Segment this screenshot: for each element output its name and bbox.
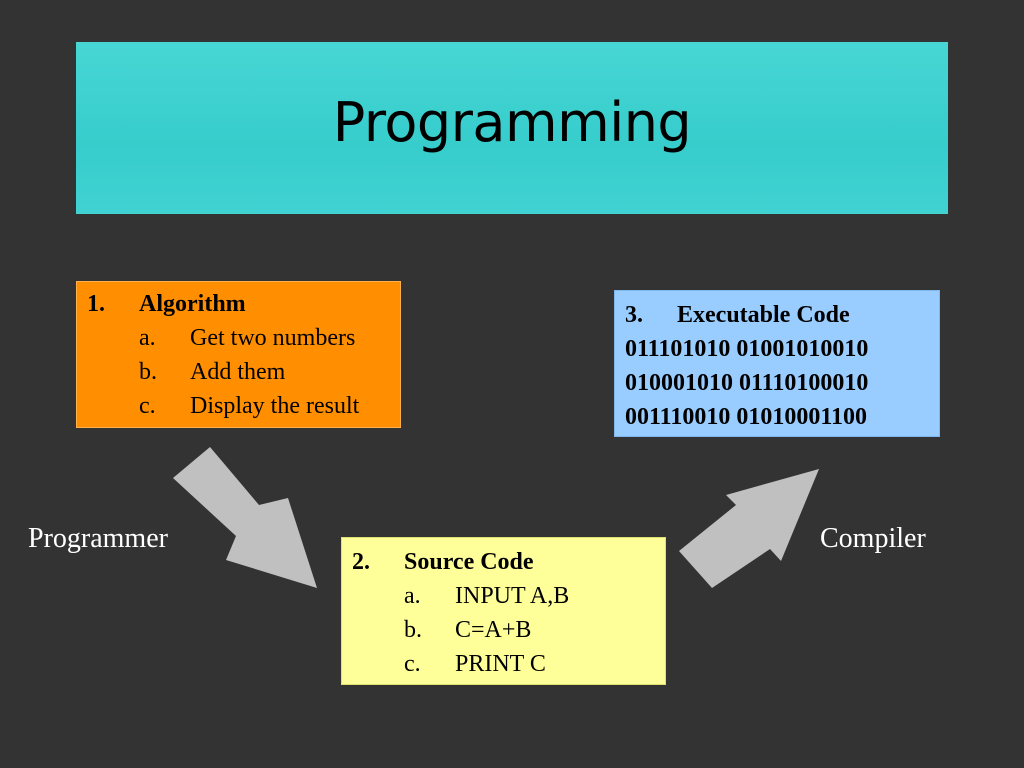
list-item: b.Add them bbox=[139, 359, 286, 385]
programmer-arrow bbox=[173, 447, 317, 588]
algorithm-box: 1. Algorithm a.Get two numbers b.Add the… bbox=[76, 281, 401, 428]
binary-line: 011101010 01001010010 bbox=[625, 336, 869, 362]
algorithm-heading: 1. Algorithm bbox=[87, 291, 246, 317]
list-item: b.C=A+B bbox=[404, 617, 532, 643]
executable-box: 3. Executable Code 011101010 01001010010… bbox=[614, 290, 940, 437]
list-item: c.PRINT C bbox=[404, 651, 546, 677]
list-item: c.Display the result bbox=[139, 393, 360, 419]
title-box: Programming bbox=[76, 42, 948, 214]
source-code-heading: 2. Source Code bbox=[352, 549, 534, 575]
executable-heading: 3. Executable Code bbox=[625, 302, 850, 328]
compiler-label: Compiler bbox=[820, 523, 926, 554]
binary-line: 010001010 01110100010 bbox=[625, 370, 869, 396]
list-item: a.Get two numbers bbox=[139, 325, 356, 351]
binary-line: 001110010 01010001100 bbox=[625, 404, 868, 430]
list-item: a.INPUT A,B bbox=[404, 583, 570, 609]
source-code-box: 2. Source Code a.INPUT A,B b.C=A+B c.PRI… bbox=[341, 537, 666, 685]
compiler-arrow bbox=[679, 469, 819, 588]
programmer-label: Programmer bbox=[28, 523, 168, 554]
slide-title: Programming bbox=[332, 90, 692, 154]
